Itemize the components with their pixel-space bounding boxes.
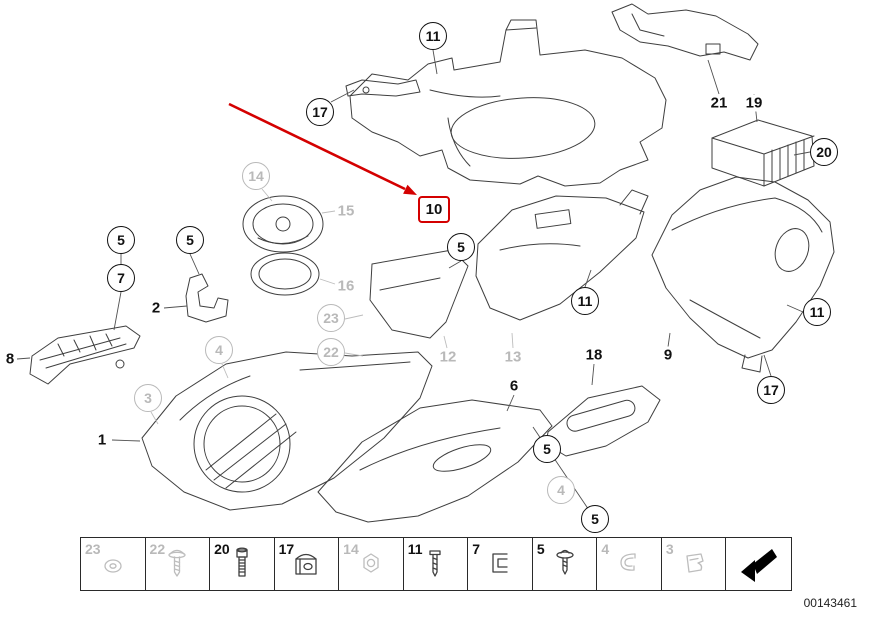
legend-cell-label: 23	[85, 541, 101, 557]
legend-cell-arrow[interactable]	[726, 538, 791, 590]
leader-lines	[16, 49, 811, 520]
legend-cell-20[interactable]: 20	[210, 538, 275, 590]
document-number: 00143461	[803, 596, 857, 610]
callout-22[interactable]: 22	[317, 338, 345, 366]
callout-7[interactable]: 7	[107, 264, 135, 292]
part-8-sill-drawing	[29, 325, 141, 385]
callout-5[interactable]: 5	[176, 226, 204, 254]
legend-cell-label: 20	[214, 541, 230, 557]
legend-cell-label: 17	[278, 541, 295, 557]
part-label-18[interactable]: 18	[583, 346, 605, 364]
page-arrow-icon	[740, 549, 777, 582]
part-6-center-pan-drawing	[317, 399, 553, 523]
hex-bolt-icon	[236, 547, 248, 577]
legend-cell-23[interactable]: 23	[81, 538, 146, 590]
washer-icon	[104, 559, 122, 573]
part-15-ring-drawing	[242, 195, 324, 253]
legend-cell-label: 14	[343, 541, 359, 557]
callout-11[interactable]: 11	[419, 22, 447, 50]
callout-17[interactable]: 17	[306, 98, 334, 126]
pan-screw-icon	[555, 549, 574, 575]
part-label-15[interactable]: 15	[335, 202, 357, 220]
part-label-6[interactable]: 6	[507, 377, 521, 395]
part-label-19[interactable]: 19	[743, 94, 765, 112]
callout-14[interactable]: 14	[242, 162, 270, 190]
callout-20[interactable]: 20	[810, 138, 838, 166]
callout-5[interactable]: 5	[107, 226, 135, 254]
highlight-arrow	[228, 102, 417, 195]
part-label-1[interactable]: 1	[95, 431, 109, 449]
callout-4[interactable]: 4	[205, 336, 233, 364]
part-19-damper-drawing	[711, 119, 815, 187]
legend-cell-label: 5	[536, 541, 545, 557]
screw-washer-icon	[168, 549, 186, 577]
callout-4[interactable]: 4	[547, 476, 575, 504]
callout-11[interactable]: 11	[803, 298, 831, 326]
legend-cell-label: 11	[407, 541, 423, 557]
part-12-panel-drawing	[369, 249, 469, 339]
legend-cell-11[interactable]: 11	[404, 538, 469, 590]
hex-nut-icon	[363, 553, 379, 573]
highlighted-callout-10[interactable]: 10	[418, 196, 450, 223]
callout-23[interactable]: 23	[317, 304, 345, 332]
callout-17[interactable]: 17	[757, 376, 785, 404]
legend-cell-14[interactable]: 14	[339, 538, 404, 590]
part-label-9[interactable]: 9	[661, 346, 675, 364]
part-label-12[interactable]: 12	[437, 348, 459, 366]
callout-5[interactable]: 5	[447, 233, 475, 261]
callout-11[interactable]: 11	[571, 287, 599, 315]
part-10-shield-drawing	[349, 19, 667, 187]
legend-cell-22[interactable]: 22	[146, 538, 211, 590]
u-clip-icon	[492, 553, 508, 573]
legend-cell-4[interactable]: 4	[597, 538, 662, 590]
legend-cell-label: 4	[601, 541, 610, 557]
part-16-ring-drawing	[250, 252, 320, 296]
part-1-belly-pan-drawing	[141, 351, 433, 511]
legend-cell-3[interactable]: 3	[662, 538, 727, 590]
callout-3[interactable]: 3	[134, 384, 162, 412]
clip-nut-icon	[295, 553, 318, 575]
part-label-8[interactable]: 8	[3, 350, 17, 368]
spring-clip-icon	[620, 553, 636, 571]
part-2-bracket-drawing	[185, 273, 229, 323]
callout-5[interactable]: 5	[533, 435, 561, 463]
legend-cell-17[interactable]: 17	[275, 538, 340, 590]
legend-cell-label: 7	[472, 541, 481, 557]
legend-cell-label: 3	[665, 541, 674, 557]
fastener-legend: 23 22 20 17	[80, 537, 792, 591]
part-label-21[interactable]: 21	[708, 94, 730, 112]
legend-cell-label: 22	[149, 541, 166, 557]
part-label-2[interactable]: 2	[149, 299, 163, 317]
part-18-tray-drawing	[545, 385, 661, 457]
part-label-16[interactable]: 16	[335, 277, 357, 295]
part-17-bracket-drawing	[345, 79, 421, 97]
part-21-bracket-drawing	[611, 3, 759, 61]
callout-5[interactable]: 5	[581, 505, 609, 533]
part-13-center-panel-drawing	[475, 189, 649, 321]
sheet-clip-icon	[686, 553, 704, 573]
legend-cell-5[interactable]: 5	[533, 538, 598, 590]
part-label-13[interactable]: 13	[502, 348, 524, 366]
part-9-side-panel-drawing	[651, 176, 835, 373]
screw-icon	[429, 550, 442, 577]
legend-cell-7[interactable]: 7	[468, 538, 533, 590]
